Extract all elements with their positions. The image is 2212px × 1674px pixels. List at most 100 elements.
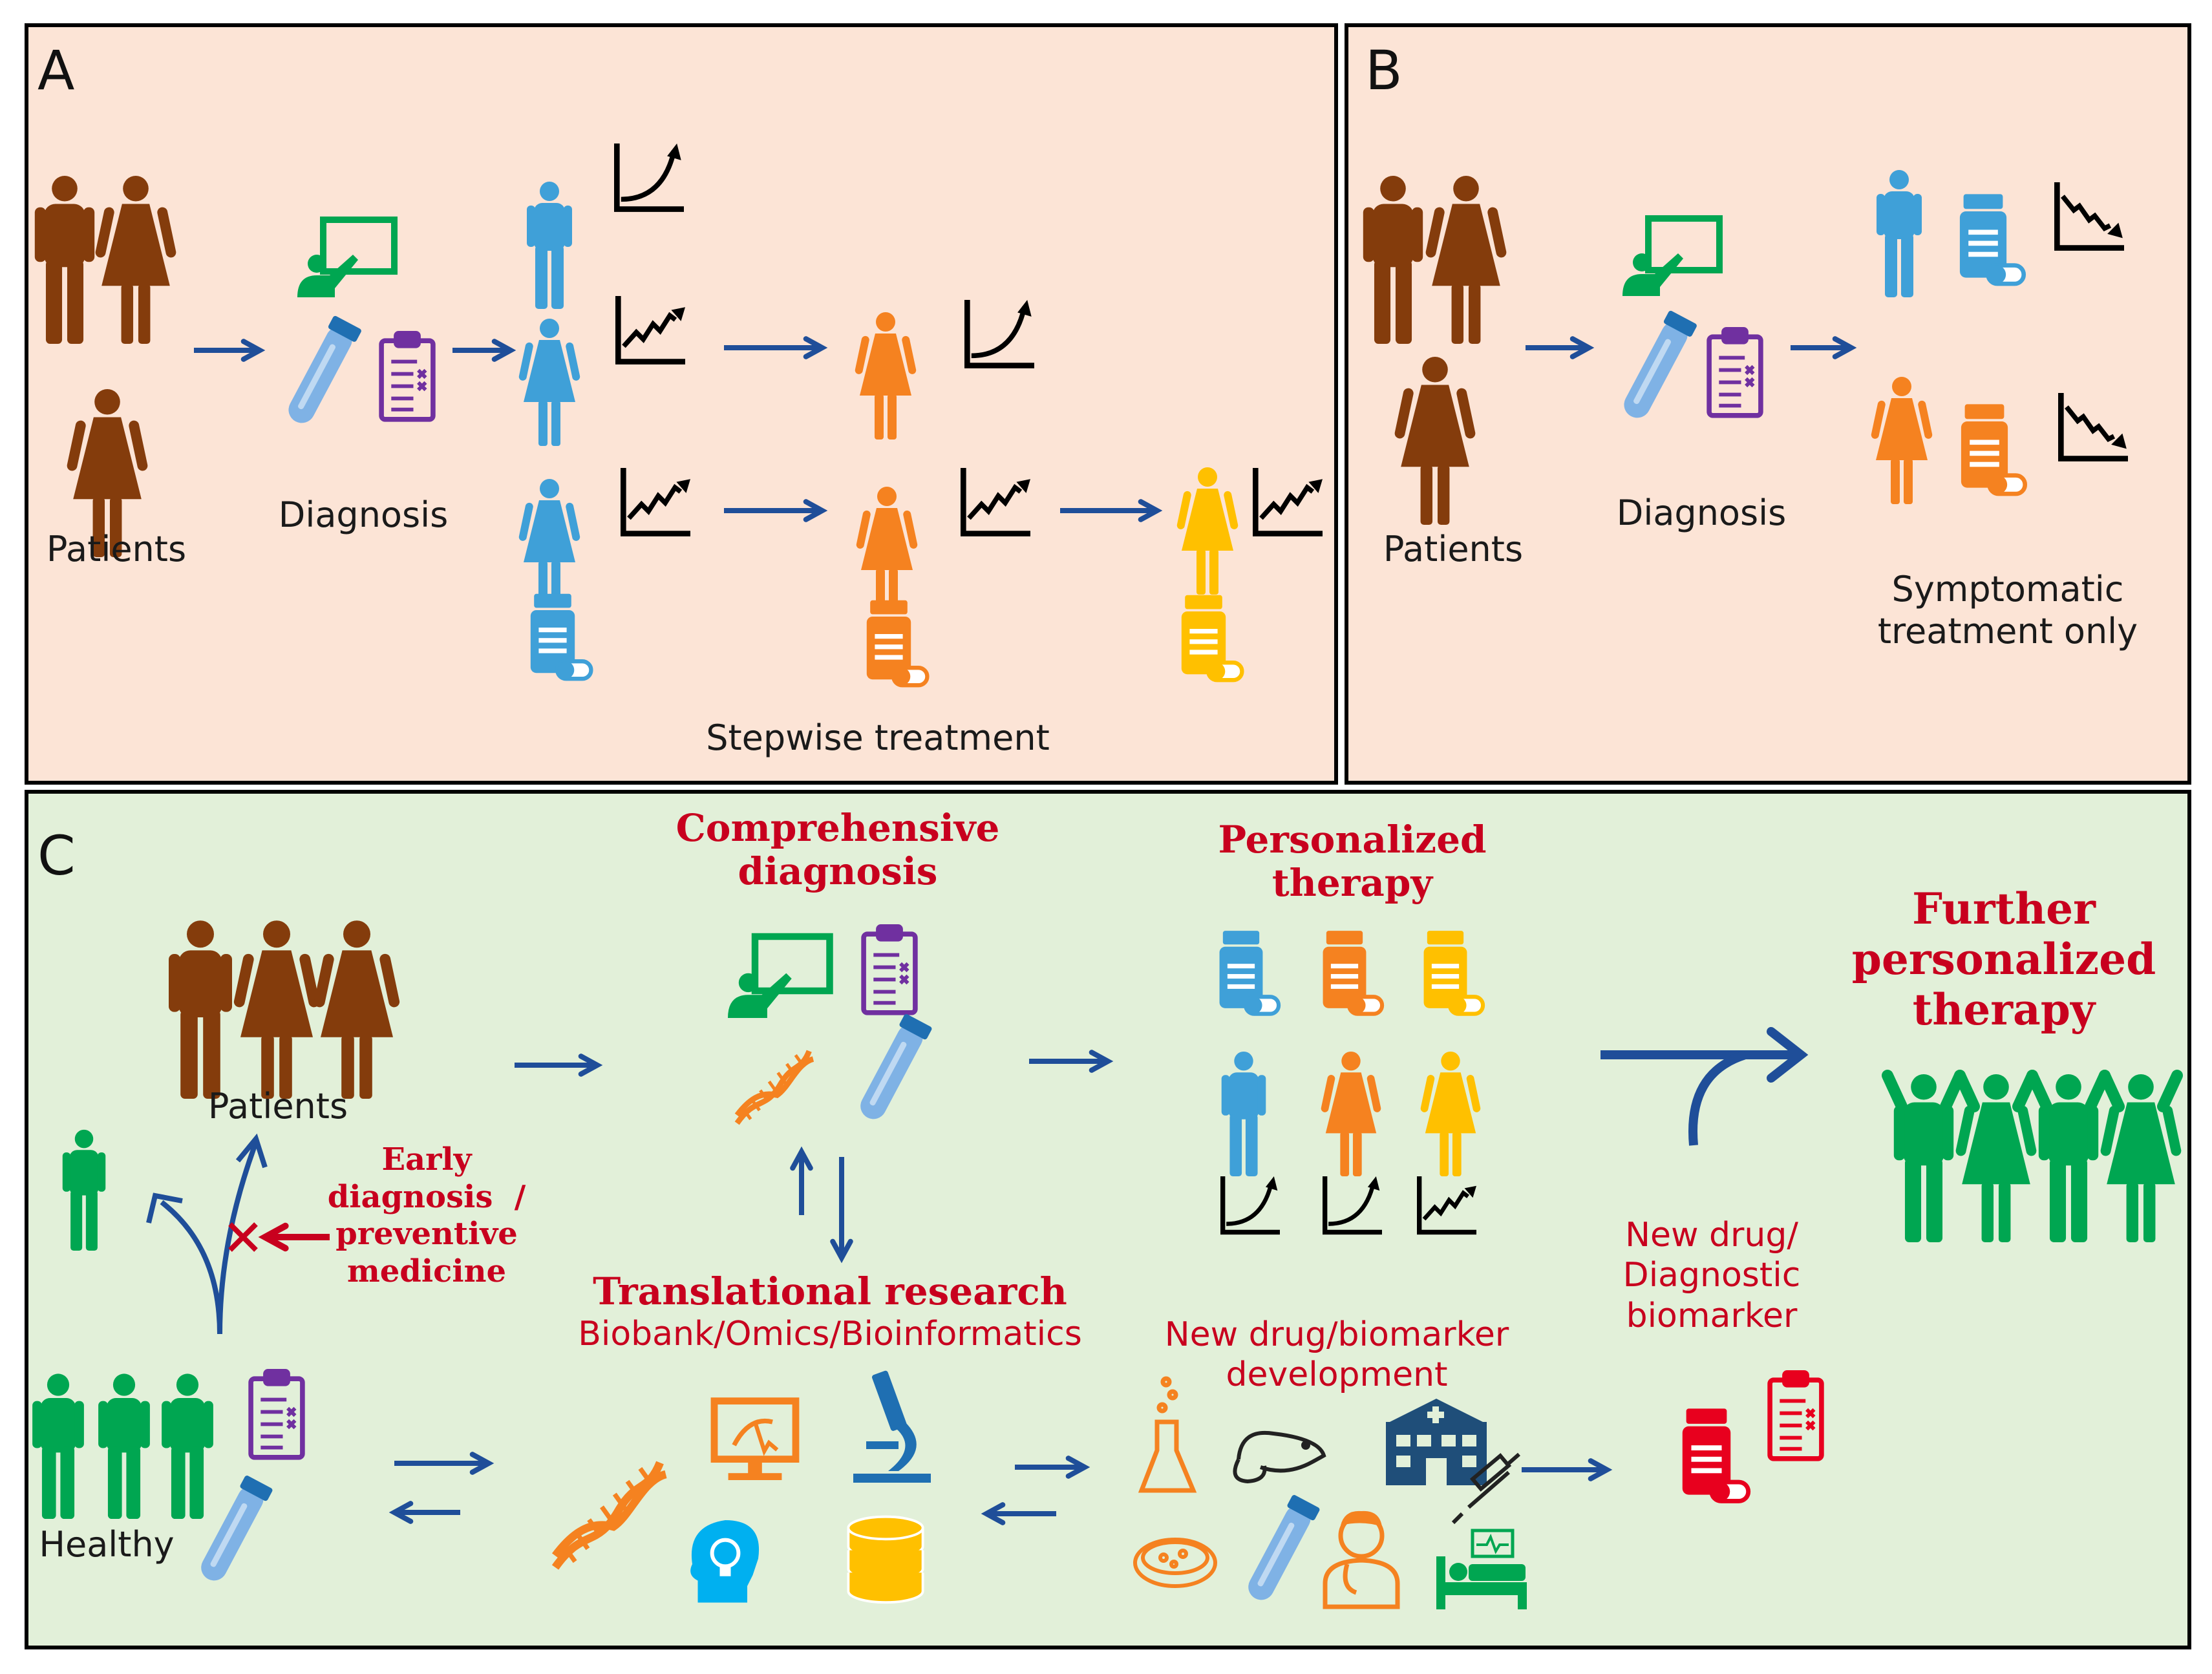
patient-man-icon bbox=[1363, 175, 1423, 344]
arrow-right-icon bbox=[194, 339, 266, 362]
pills-icon bbox=[1181, 595, 1244, 683]
panel-a-patients-label: Patients bbox=[46, 529, 187, 569]
panel-c-patients-label: Patients bbox=[207, 1086, 348, 1127]
chart-falling-icon bbox=[2058, 393, 2129, 461]
patient-man-icon bbox=[34, 175, 95, 344]
new-drug-biomarker-development-label: New drug/biomarker development bbox=[1164, 1315, 1509, 1395]
pills-icon bbox=[1423, 931, 1485, 1016]
test-tube-icon bbox=[288, 315, 361, 423]
dna-icon bbox=[734, 1050, 814, 1125]
exchange-arrows-icon bbox=[388, 1452, 495, 1524]
panel-a-letter: A bbox=[37, 39, 75, 102]
healthy-label: Healthy bbox=[39, 1524, 175, 1565]
arrow-right-icon bbox=[1526, 336, 1595, 359]
arrow-right-icon bbox=[1522, 1458, 1613, 1481]
exchange-arrows-icon bbox=[981, 1456, 1090, 1525]
pills-icon bbox=[1682, 1408, 1751, 1503]
patient-woman-icon bbox=[1871, 377, 1933, 504]
pills-icon bbox=[530, 593, 593, 681]
patient-man-icon bbox=[169, 920, 232, 1099]
doctor-icon bbox=[1323, 1510, 1400, 1609]
panel-c-letter: C bbox=[37, 824, 76, 887]
hospital-icon bbox=[1386, 1399, 1487, 1485]
personalized-therapy-label: Personalized therapy bbox=[1218, 818, 1487, 905]
stepwise-treatment-label: Stepwise treatment bbox=[706, 717, 1050, 758]
pills-icon bbox=[1961, 404, 2028, 496]
patient-woman-icon bbox=[1394, 356, 1476, 525]
test-tube-icon bbox=[860, 1014, 932, 1119]
microscope-icon bbox=[853, 1370, 931, 1483]
chart-rising-icon bbox=[1253, 468, 1323, 536]
patient-woman-icon bbox=[95, 175, 176, 344]
translational-research-subtitle: Biobank/Omics/Bioinformatics bbox=[578, 1315, 1082, 1353]
chart-rising-icon bbox=[961, 468, 1031, 536]
chart-exponential-icon bbox=[1220, 1176, 1281, 1235]
arrow-right-icon bbox=[1029, 1050, 1114, 1073]
ai-head-icon bbox=[690, 1520, 760, 1603]
patient-man-icon bbox=[1221, 1051, 1266, 1176]
pills-icon bbox=[1323, 931, 1385, 1016]
patient-woman-icon bbox=[233, 920, 320, 1099]
patient-woman-icon bbox=[518, 479, 580, 606]
panel-b-letter: B bbox=[1365, 39, 1403, 102]
hospital-bed-icon bbox=[1436, 1529, 1527, 1609]
arrow-updown-icon bbox=[790, 1146, 853, 1264]
diagnosis-board-icon bbox=[297, 217, 398, 297]
comprehensive-diagnosis-label: Comprehensive diagnosis bbox=[675, 806, 1000, 893]
patient-man-icon bbox=[1877, 170, 1922, 297]
panel-a-diagnosis-label: Diagnosis bbox=[278, 494, 449, 535]
clipboard-icon bbox=[861, 924, 918, 1015]
patient-woman-icon bbox=[1420, 1051, 1481, 1176]
patient-woman-icon bbox=[1321, 1051, 1381, 1176]
block-x-icon bbox=[228, 1222, 330, 1252]
healthy-man-icon bbox=[162, 1373, 213, 1519]
database-icon bbox=[847, 1515, 924, 1604]
patient-woman-icon bbox=[1425, 175, 1507, 344]
pills-icon bbox=[1219, 931, 1281, 1016]
chart-exponential-icon bbox=[1323, 1176, 1383, 1235]
curved-arrow-icon bbox=[1601, 1027, 1809, 1146]
clipboard-icon bbox=[248, 1368, 305, 1460]
patient-woman-icon bbox=[855, 312, 917, 440]
chart-exponential-icon bbox=[964, 300, 1035, 368]
further-personalized-therapy-label: Further personalized therapy bbox=[1851, 884, 2156, 1035]
chart-rising-icon bbox=[621, 468, 691, 536]
test-tube-icon bbox=[201, 1476, 273, 1581]
chart-exponential-icon bbox=[614, 143, 685, 212]
new-drug-diagnostic-biomarker-label: New drug/ Diagnostic biomarker bbox=[1622, 1216, 1801, 1335]
test-tube-icon bbox=[1248, 1495, 1320, 1600]
computer-analysis-icon bbox=[710, 1397, 800, 1480]
test-tube-icon bbox=[1624, 310, 1697, 418]
patient-man-icon bbox=[527, 182, 572, 309]
panel-b bbox=[1345, 23, 2191, 785]
flask-icon bbox=[1138, 1376, 1197, 1493]
diagnosis-board-icon bbox=[1622, 215, 1723, 296]
chart-rising-icon bbox=[1417, 1176, 1477, 1235]
healthy-man-icon bbox=[32, 1373, 84, 1519]
petri-dish-icon bbox=[1133, 1538, 1217, 1588]
arrow-right-icon bbox=[1060, 499, 1163, 522]
chart-falling-icon bbox=[2054, 182, 2125, 251]
cheering-people-icon bbox=[1882, 1070, 2183, 1242]
arrow-right-icon bbox=[724, 499, 828, 522]
healthy-man-icon bbox=[98, 1373, 150, 1519]
dna-icon bbox=[551, 1461, 668, 1570]
patient-woman-icon bbox=[856, 487, 918, 614]
clipboard-icon bbox=[1707, 326, 1763, 418]
patient-woman-icon bbox=[518, 319, 580, 446]
arrow-right-icon bbox=[515, 1054, 603, 1077]
pills-icon bbox=[1959, 194, 2026, 286]
panel-c bbox=[25, 790, 2191, 1649]
branch-arrows-icon bbox=[146, 1133, 268, 1335]
patient-woman-icon bbox=[67, 388, 148, 557]
rat-icon bbox=[1233, 1430, 1326, 1484]
diagnosis-board-icon bbox=[728, 933, 833, 1018]
translational-research-title: Translational research bbox=[593, 1269, 1067, 1313]
patient-woman-icon bbox=[1176, 467, 1239, 595]
syringe-icon bbox=[1451, 1452, 1520, 1525]
arrow-right-icon bbox=[452, 339, 516, 362]
panel-a bbox=[25, 23, 1338, 785]
panel-b-diagnosis-label: Diagnosis bbox=[1616, 493, 1787, 533]
